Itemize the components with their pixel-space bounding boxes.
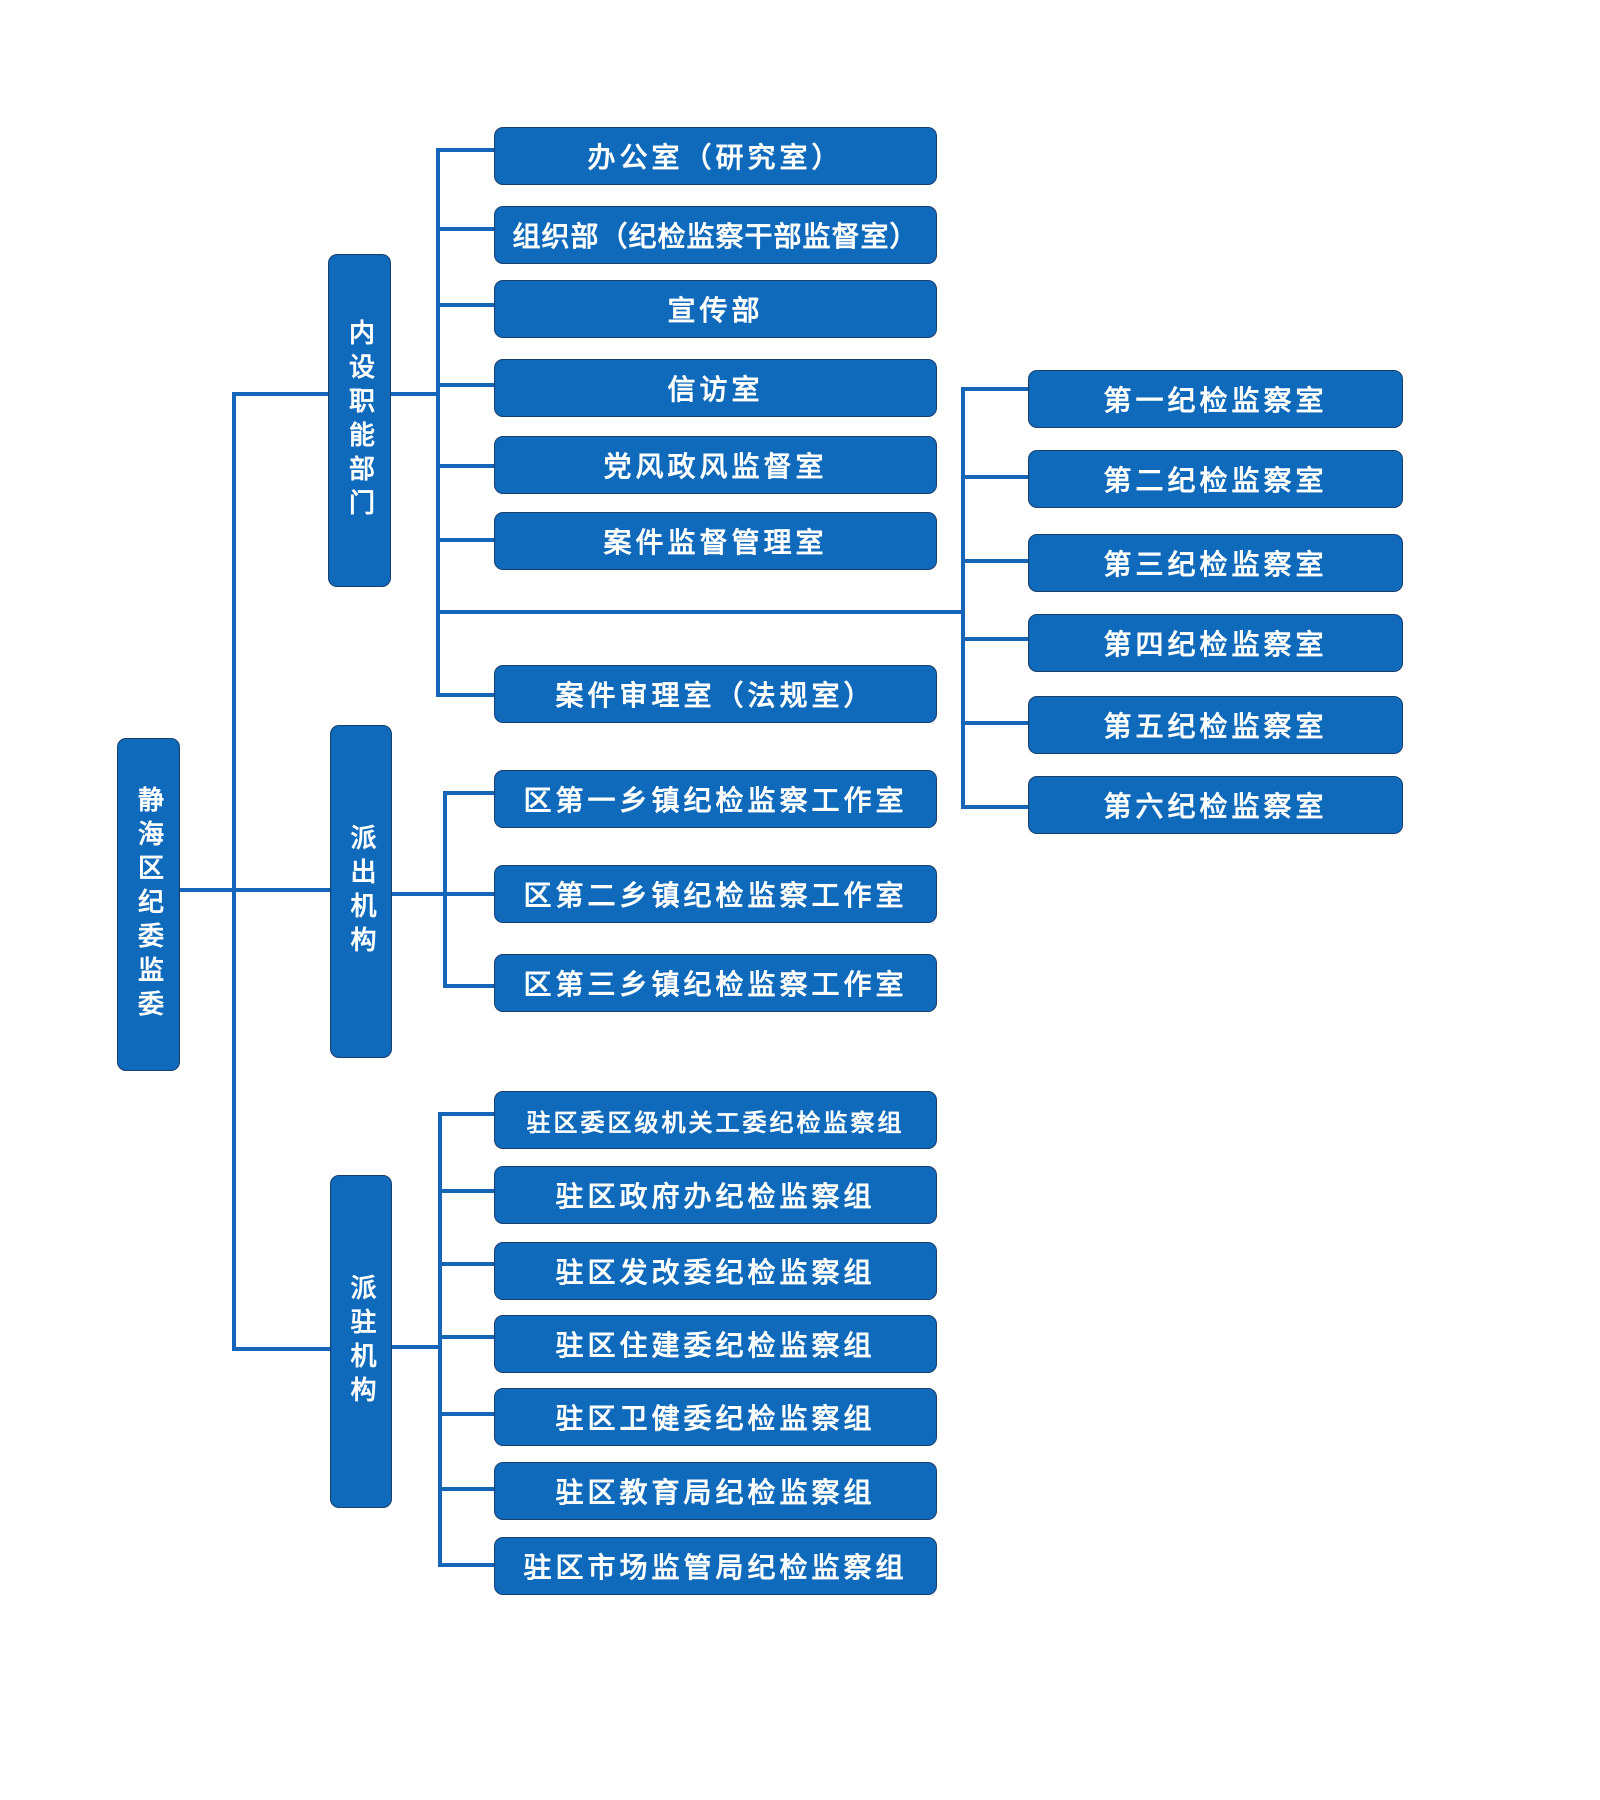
inspection-room-5: 第五纪检监察室: [1028, 696, 1403, 754]
dept-publicity: 宣传部: [494, 280, 937, 338]
dept-organization: 组织部（纪检监察干部监督室）: [494, 206, 937, 264]
stationed-group-education: 驻区教育局纪检监察组: [494, 1462, 937, 1520]
branch-dispatched-agencies: 派出机构: [330, 725, 392, 1058]
branch-internal-departments: 内设职能部门: [328, 254, 391, 587]
dept-office: 办公室（研究室）: [494, 127, 937, 185]
stationed-group-market-regulation: 驻区市场监管局纪检监察组: [494, 1537, 937, 1595]
dept-petition: 信访室: [494, 359, 937, 417]
dept-case-trial: 案件审理室（法规室）: [494, 665, 937, 723]
stationed-group-health: 驻区卫健委纪检监察组: [494, 1388, 937, 1446]
stationed-group-housing-construction: 驻区住建委纪检监察组: [494, 1315, 937, 1373]
inspection-room-3: 第三纪检监察室: [1028, 534, 1403, 592]
township-office-2: 区第二乡镇纪检监察工作室: [494, 865, 937, 923]
stationed-group-government-office: 驻区政府办纪检监察组: [494, 1166, 937, 1224]
inspection-room-2: 第二纪检监察室: [1028, 450, 1403, 508]
root-node: 静海区纪委监委: [117, 738, 180, 1071]
inspection-room-4: 第四纪检监察室: [1028, 614, 1403, 672]
stationed-group-development-reform: 驻区发改委纪检监察组: [494, 1242, 937, 1300]
inspection-room-1: 第一纪检监察室: [1028, 370, 1403, 428]
dept-style-supervision: 党风政风监督室: [494, 436, 937, 494]
inspection-room-6: 第六纪检监察室: [1028, 776, 1403, 834]
township-office-3: 区第三乡镇纪检监察工作室: [494, 954, 937, 1012]
township-office-1: 区第一乡镇纪检监察工作室: [494, 770, 937, 828]
branch-stationed-agencies: 派驻机构: [330, 1175, 392, 1508]
stationed-group-committee: 驻区委区级机关工委纪检监察组: [494, 1091, 937, 1149]
dept-case-management: 案件监督管理室: [494, 512, 937, 570]
